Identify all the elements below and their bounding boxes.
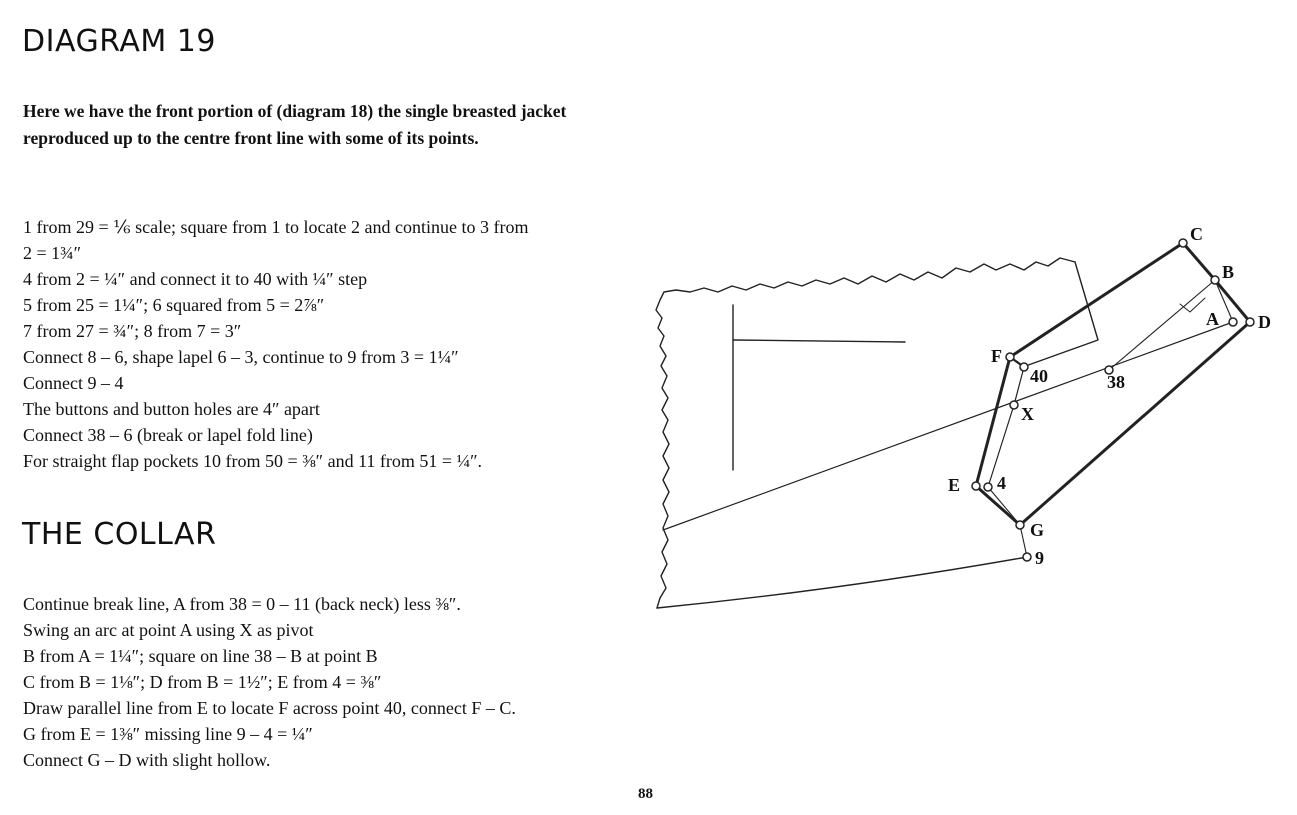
- point-x-marker: [1009, 400, 1019, 410]
- point-c-label: C: [1190, 224, 1203, 244]
- break-line: [662, 321, 1234, 531]
- point-d-label: D: [1258, 312, 1271, 332]
- step-line: Connect G – D with slight hollow.: [23, 750, 271, 770]
- line-b-a: [1214, 279, 1234, 323]
- point-40-label: 40: [1030, 366, 1048, 386]
- intro-line: reproduced up to the centre front line w…: [23, 128, 479, 148]
- step-line: B from A = 1¼″; square on line 38 – B at…: [23, 646, 378, 666]
- step-line: 5 from 25 = 1¼″; 6 squared from 5 = 2⅞″: [23, 295, 325, 315]
- step-line: Swing an arc at point A using X as pivot: [23, 620, 314, 640]
- point-e-label: E: [948, 475, 960, 495]
- point-f-marker: [1005, 352, 1015, 362]
- point-g-label: G: [1030, 520, 1044, 540]
- step-line: The buttons and button holes are 4″ apar…: [23, 399, 320, 419]
- point-f-label: F: [991, 346, 1002, 366]
- point-a-marker: [1228, 317, 1238, 327]
- construction-steps: 1 from 29 = ⅙ scale; square from 1 to lo…: [23, 214, 643, 474]
- step-line: Connect 8 – 6, shape lapel 6 – 3, contin…: [23, 347, 459, 367]
- line-38-b: [1108, 279, 1216, 371]
- point-9-marker: [1022, 552, 1032, 562]
- point-g-marker: [1015, 520, 1025, 530]
- point-c-marker: [1178, 238, 1188, 248]
- square-horizontal-line: [732, 339, 906, 343]
- diagram-title: DIAGRAM 19: [22, 24, 216, 59]
- hem-curve: [656, 556, 1028, 609]
- step-line: C from B = 1⅛″; D from B = 1½″; E from 4…: [23, 672, 382, 692]
- step-line: Draw parallel line from E to locate F ac…: [23, 698, 516, 718]
- step-line: 4 from 2 = ¼″ and connect it to 40 with …: [23, 269, 368, 289]
- point-4-marker: [983, 482, 993, 492]
- point-9-label: 9: [1035, 548, 1044, 568]
- point-b-marker: [1210, 275, 1220, 285]
- point-b-label: B: [1222, 262, 1234, 282]
- intro-paragraph: Here we have the front portion of (diagr…: [23, 98, 643, 152]
- back-edge-line: [1019, 261, 1099, 369]
- page-number: 88: [638, 786, 653, 802]
- point-a-label: A: [1206, 309, 1219, 329]
- point-e-marker: [971, 481, 981, 491]
- point-38-marker: [1104, 365, 1114, 375]
- point-d-marker: [1245, 317, 1255, 327]
- point-40-marker: [1019, 362, 1029, 372]
- torn-paper-outline: [655, 257, 1076, 609]
- collar-steps: Continue break line, A from 38 = 0 – 11 …: [23, 591, 643, 773]
- intro-line: Here we have the front portion of (diagr…: [23, 101, 567, 121]
- step-line: Continue break line, A from 38 = 0 – 11 …: [23, 594, 461, 614]
- point-4-label: 4: [997, 473, 1006, 493]
- point-38-label: 38: [1107, 372, 1125, 392]
- step-line: For straight flap pockets 10 from 50 = ⅜…: [23, 451, 483, 471]
- collar-heading: THE COLLAR: [22, 517, 217, 552]
- step-line: 2 = 1¾″: [23, 243, 82, 263]
- square-mark-b: [1179, 297, 1206, 313]
- lapel-line: [987, 366, 1025, 488]
- step-line: 7 from 27 = ¾″; 8 from 7 = 3″: [23, 321, 242, 341]
- step-line: Connect 9 – 4: [23, 373, 124, 393]
- point-x-label: X: [1021, 404, 1034, 424]
- step-line: Connect 38 – 6 (break or lapel fold line…: [23, 425, 313, 445]
- step-line: G from E = 1⅜″ missing line 9 – 4 = ¼″: [23, 724, 313, 744]
- step-line: 1 from 29 = ⅙ scale; square from 1 to lo…: [23, 217, 529, 237]
